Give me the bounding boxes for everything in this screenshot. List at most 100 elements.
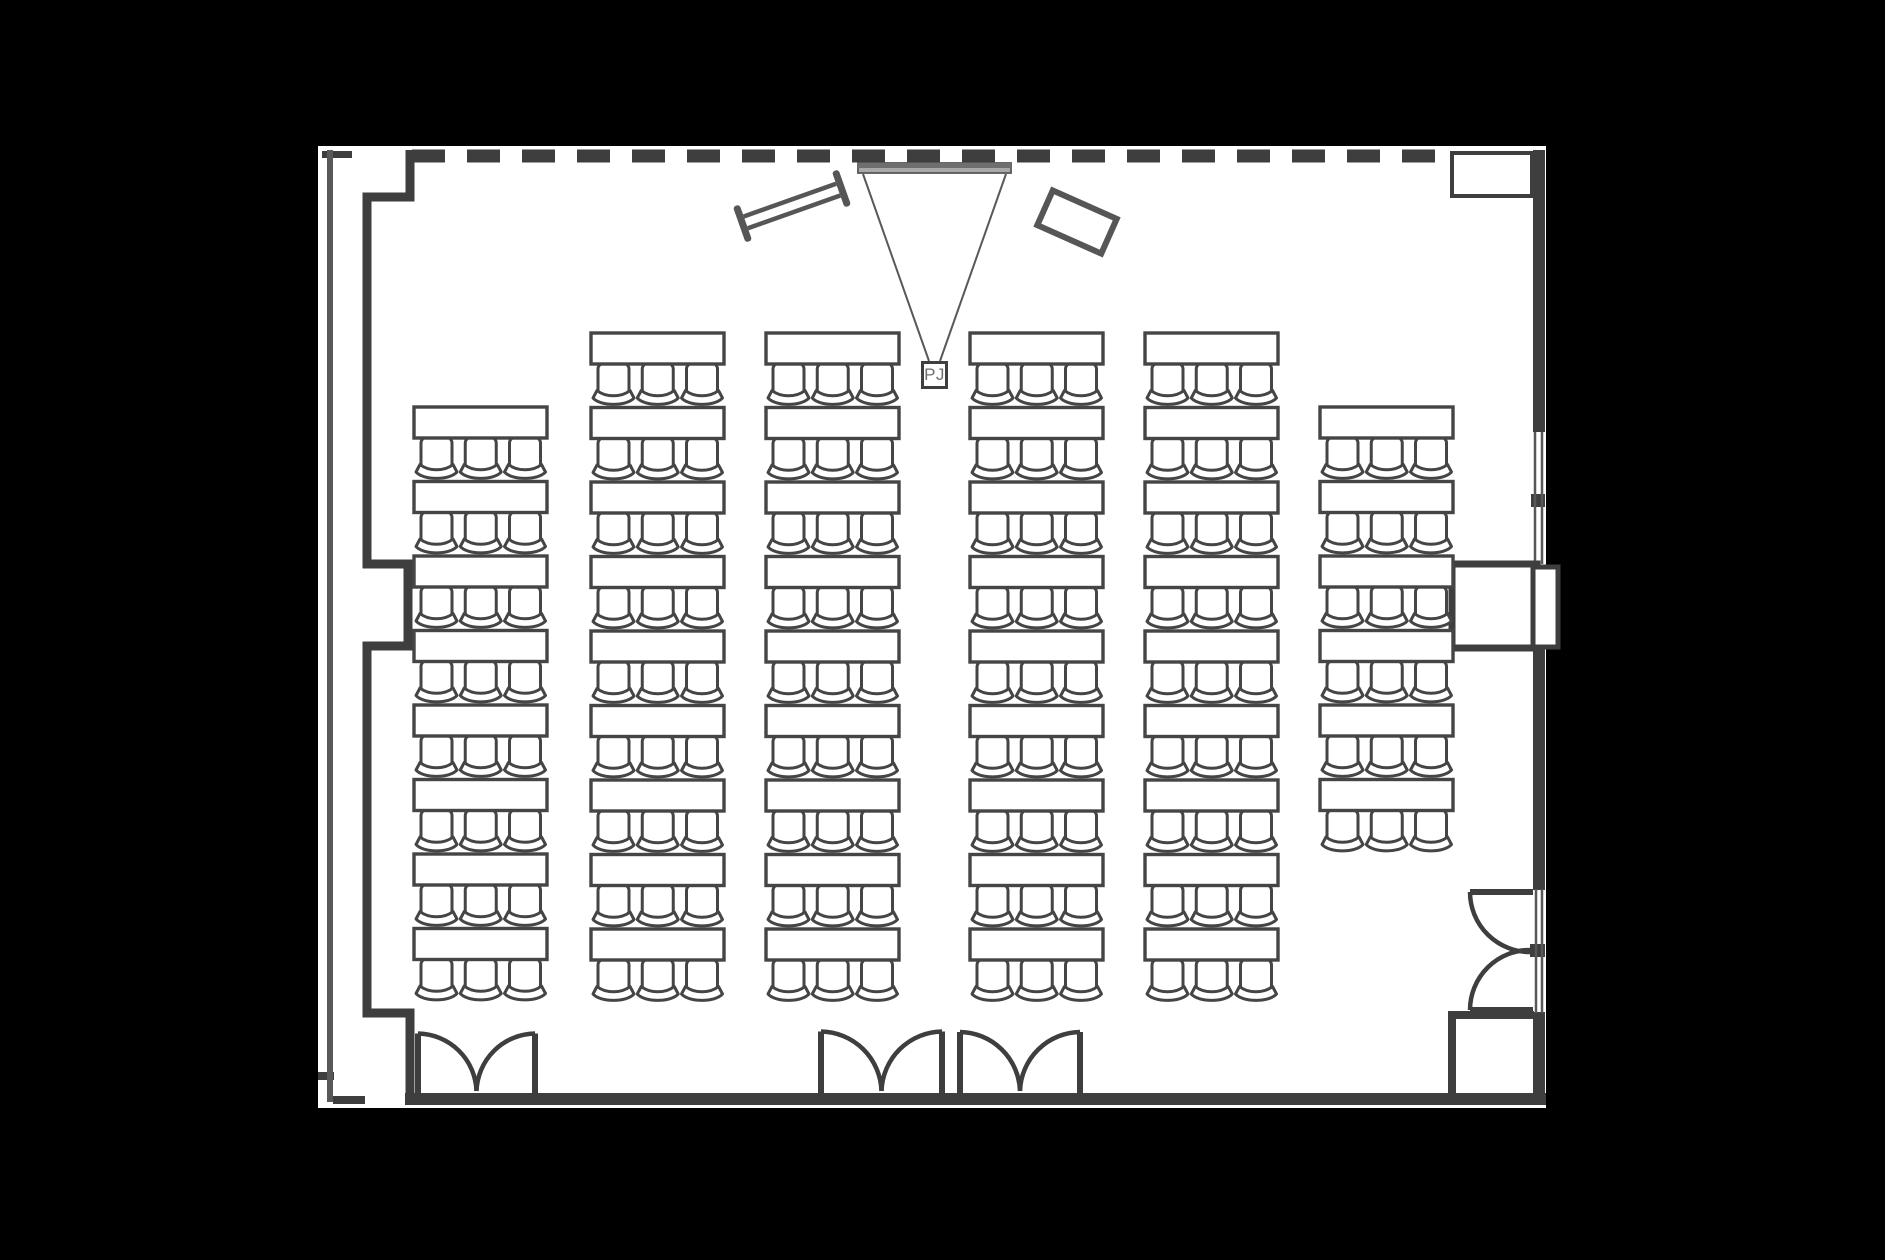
desk-row (412, 479, 549, 555)
chair (1014, 734, 1059, 779)
chair (635, 659, 680, 704)
chair (1189, 585, 1234, 630)
chair (1320, 808, 1365, 853)
table (1143, 852, 1280, 888)
chair (1059, 808, 1103, 853)
chair (414, 659, 459, 704)
chair (680, 436, 724, 481)
chair (1145, 361, 1190, 406)
chair (1145, 585, 1190, 630)
projector-beam (862, 173, 1007, 362)
table (1143, 629, 1280, 664)
flipchart (733, 170, 851, 242)
chair (855, 957, 899, 1002)
chair (1364, 808, 1409, 853)
chair (1059, 585, 1103, 630)
table (589, 554, 726, 590)
chair (1364, 584, 1409, 629)
chair (1145, 436, 1190, 481)
chair (1234, 361, 1278, 406)
chair (503, 957, 547, 1002)
chair (855, 585, 899, 630)
desk-row (412, 777, 549, 853)
desk-row (1143, 331, 1280, 406)
chair (766, 436, 811, 481)
desk-row (589, 629, 726, 704)
wall-bottom (405, 1093, 1546, 1105)
chair (1189, 510, 1234, 555)
chair (1189, 883, 1234, 928)
chair (680, 808, 724, 853)
chair (810, 734, 855, 779)
chair (1145, 957, 1190, 1002)
table (764, 480, 901, 515)
desk-row (968, 778, 1105, 853)
chair (1320, 510, 1365, 555)
chair (635, 957, 680, 1002)
chair (680, 361, 724, 406)
table (968, 554, 1105, 590)
chair (1059, 510, 1103, 555)
projection-screen (857, 162, 1012, 174)
chair (503, 733, 547, 778)
chair (970, 361, 1015, 406)
desk-row (968, 852, 1105, 928)
chair (970, 883, 1015, 928)
desk-row (589, 852, 726, 928)
table (764, 852, 901, 888)
presenter-table (1033, 186, 1121, 258)
desk-row (1143, 629, 1280, 704)
chair (855, 510, 899, 555)
table (1143, 405, 1280, 441)
chair (1145, 734, 1190, 779)
chair (855, 659, 899, 704)
chair (1059, 957, 1103, 1002)
desk-row (968, 480, 1105, 555)
desk-row (589, 778, 726, 853)
desk-row (764, 778, 901, 853)
chair (1014, 585, 1059, 630)
chair (970, 659, 1015, 704)
chair (1409, 659, 1453, 704)
seating-column-2 (589, 331, 726, 1002)
desk-row (968, 927, 1105, 1002)
chair (414, 808, 459, 853)
corner-notch-top-right (1450, 151, 1534, 198)
seating-column-6 (1318, 405, 1455, 853)
table (1143, 480, 1280, 515)
projector-box: PJ (921, 361, 948, 389)
chair (1014, 659, 1059, 704)
chair (591, 510, 636, 555)
seating-column-3 (764, 331, 901, 1002)
chair (970, 510, 1015, 555)
desk-row (968, 554, 1105, 630)
chair (458, 882, 503, 927)
chair (458, 808, 503, 853)
desk-row (968, 703, 1105, 779)
table (412, 777, 549, 813)
chair (810, 883, 855, 928)
desk-row (1143, 927, 1280, 1002)
chair (458, 435, 503, 480)
table (412, 926, 549, 962)
chair (1234, 585, 1278, 630)
desk-row (589, 703, 726, 779)
chair (1409, 584, 1453, 629)
chair (1320, 435, 1365, 480)
desk-row (1318, 703, 1455, 778)
table (1318, 703, 1455, 738)
table (589, 629, 726, 664)
chair (635, 808, 680, 853)
door-bottom-center-right (957, 1029, 1083, 1093)
wall-right-upper (1533, 150, 1545, 432)
table (589, 331, 726, 366)
chair (1234, 883, 1278, 928)
chair (1234, 957, 1278, 1002)
chair (810, 808, 855, 853)
desk-row (764, 927, 901, 1002)
chair (680, 957, 724, 1002)
table (764, 554, 901, 590)
door-bottom-left (415, 1031, 538, 1093)
chair (503, 882, 547, 927)
